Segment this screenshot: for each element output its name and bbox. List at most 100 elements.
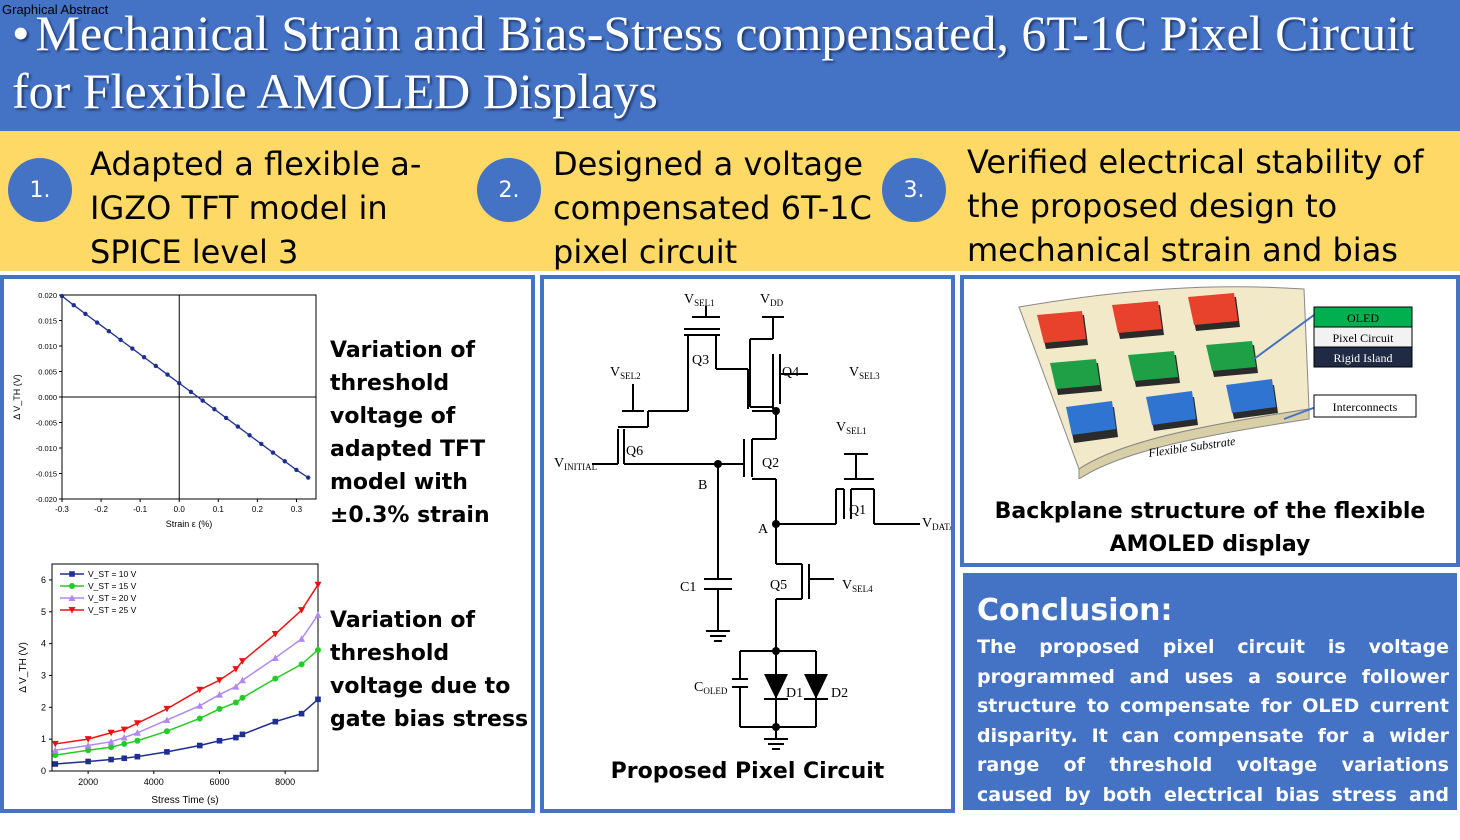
- data-point: [196, 742, 203, 749]
- label-c1: C1: [680, 580, 696, 595]
- data-point: [120, 734, 128, 741]
- series-line: [61, 295, 309, 479]
- data-point: [259, 441, 264, 447]
- y-tick-label: -0.005: [36, 419, 57, 428]
- x-tick-label: 4000: [144, 777, 164, 787]
- series-line: [55, 698, 319, 765]
- x-axis-label: Stress Time (s): [151, 795, 218, 806]
- y-tick-label: 0.015: [38, 317, 57, 326]
- backplane-caption: Backplane structure of the flexible AMOL…: [994, 499, 1426, 557]
- data-point: [84, 736, 92, 743]
- data-point: [153, 363, 158, 369]
- data-point: [298, 710, 305, 717]
- data-point: [315, 646, 321, 653]
- step-text-2: Designed a voltage compensated 6T-1C pix…: [553, 145, 872, 271]
- y-tick-label: 5: [41, 607, 46, 617]
- data-point: [94, 320, 100, 325]
- data-point: [298, 661, 305, 668]
- label-vinitial: VINITIAL: [554, 456, 597, 472]
- data-point: [271, 654, 279, 661]
- x-tick-label: -0.3: [55, 505, 69, 514]
- data-point: [51, 740, 59, 748]
- label-node-b: B: [698, 478, 707, 493]
- data-point: [196, 686, 204, 694]
- data-point: [134, 737, 141, 744]
- data-point: [52, 761, 59, 767]
- data-point: [239, 694, 246, 701]
- plot-frame: [51, 563, 319, 772]
- label-q5: Q5: [770, 578, 787, 593]
- label-vsel1-top: VSEL1: [684, 292, 715, 308]
- page-title: •Mechanical Strain and Bias-Stress compe…: [12, 4, 1442, 120]
- data-point: [188, 389, 194, 395]
- data-point: [294, 467, 299, 473]
- legend-pixel: Pixel Circuit: [1333, 331, 1395, 345]
- data-point: [108, 756, 114, 763]
- data-point: [314, 611, 322, 618]
- label-vdd: VDD: [760, 292, 784, 308]
- y-tick-label: 0.020: [38, 291, 57, 300]
- label-d1: D1: [786, 686, 803, 701]
- label-q2: Q2: [762, 456, 779, 471]
- x-tick-label: -0.2: [94, 505, 108, 514]
- data-point: [52, 752, 59, 759]
- data-point: [298, 607, 306, 614]
- data-point: [272, 718, 279, 725]
- title-bullet: •: [12, 5, 30, 61]
- legend-label: V_ST = 10 V: [88, 569, 137, 579]
- data-point: [216, 705, 223, 712]
- label-node-a: A: [758, 522, 769, 537]
- data-point: [121, 740, 128, 747]
- data-point: [215, 677, 223, 684]
- y-tick-label: 0: [41, 766, 46, 776]
- legend-interconnects-box: [1313, 394, 1417, 418]
- data-point: [83, 311, 88, 317]
- data-point: [133, 720, 141, 727]
- strain-chart-caption: Variation of threshold voltage of adapte…: [330, 338, 490, 528]
- backplane-panel: Flexible Substrate OLED Pixel Circuit Ri…: [960, 275, 1460, 567]
- pixel-grid: [1037, 293, 1278, 443]
- x-tick-label: 0.1: [213, 505, 225, 514]
- step-number-3: 3.: [882, 158, 946, 222]
- step-text-1: Adapted a flexible a-IGZO TFT model in S…: [90, 145, 422, 271]
- legend-rigid: Rigid Island: [1334, 351, 1393, 365]
- label-coled: COLED: [694, 680, 728, 696]
- y-tick-label: 1: [41, 734, 46, 744]
- data-point: [177, 381, 182, 386]
- bias-stress-caption: Variation of threshold voltage due to ga…: [330, 608, 529, 732]
- data-point: [272, 675, 279, 682]
- data-point: [282, 459, 287, 464]
- conclusion-body: The proposed pixel circuit is voltage pr…: [977, 636, 1449, 835]
- data-point: [164, 749, 170, 755]
- data-point: [120, 726, 128, 734]
- data-point: [196, 702, 204, 709]
- data-point: [238, 676, 246, 684]
- label-q4: Q4: [782, 365, 799, 380]
- y-tick-label: 6: [41, 575, 46, 585]
- data-point: [238, 658, 246, 665]
- label-d2: D2: [831, 686, 848, 701]
- data-point: [163, 728, 170, 735]
- pixel-circuit-diagram: VSEL1 VDD VSEL2 VSEL3 VSEL1 VINITIAL VDA…: [554, 292, 951, 750]
- data-point: [165, 372, 170, 377]
- data-point: [305, 475, 311, 480]
- data-point: [216, 737, 223, 744]
- x-tick-label: 0.3: [291, 505, 303, 514]
- middle-panel: VSEL1 VDD VSEL2 VSEL3 VSEL1 VINITIAL VDA…: [540, 275, 955, 813]
- graphical-abstract-tag: Graphical Abstract: [2, 2, 109, 17]
- legend-label: V_ST = 20 V: [88, 593, 137, 603]
- data-point: [107, 738, 115, 745]
- steps-band: 1. Adapted a flexible a-IGZO TFT model i…: [0, 131, 1460, 313]
- data-point: [134, 753, 141, 760]
- y-tick-label: 3: [41, 670, 46, 680]
- y-tick-label: -0.020: [36, 495, 57, 504]
- data-point: [298, 635, 306, 642]
- label-vsel1-right: VSEL1: [836, 420, 867, 436]
- data-point: [271, 631, 279, 638]
- data-point: [108, 744, 115, 751]
- label-vsel2: VSEL2: [610, 365, 641, 381]
- data-point: [130, 346, 135, 351]
- legend-rigid-swatch: [1313, 346, 1413, 368]
- data-point: [69, 583, 75, 589]
- data-point: [85, 758, 91, 765]
